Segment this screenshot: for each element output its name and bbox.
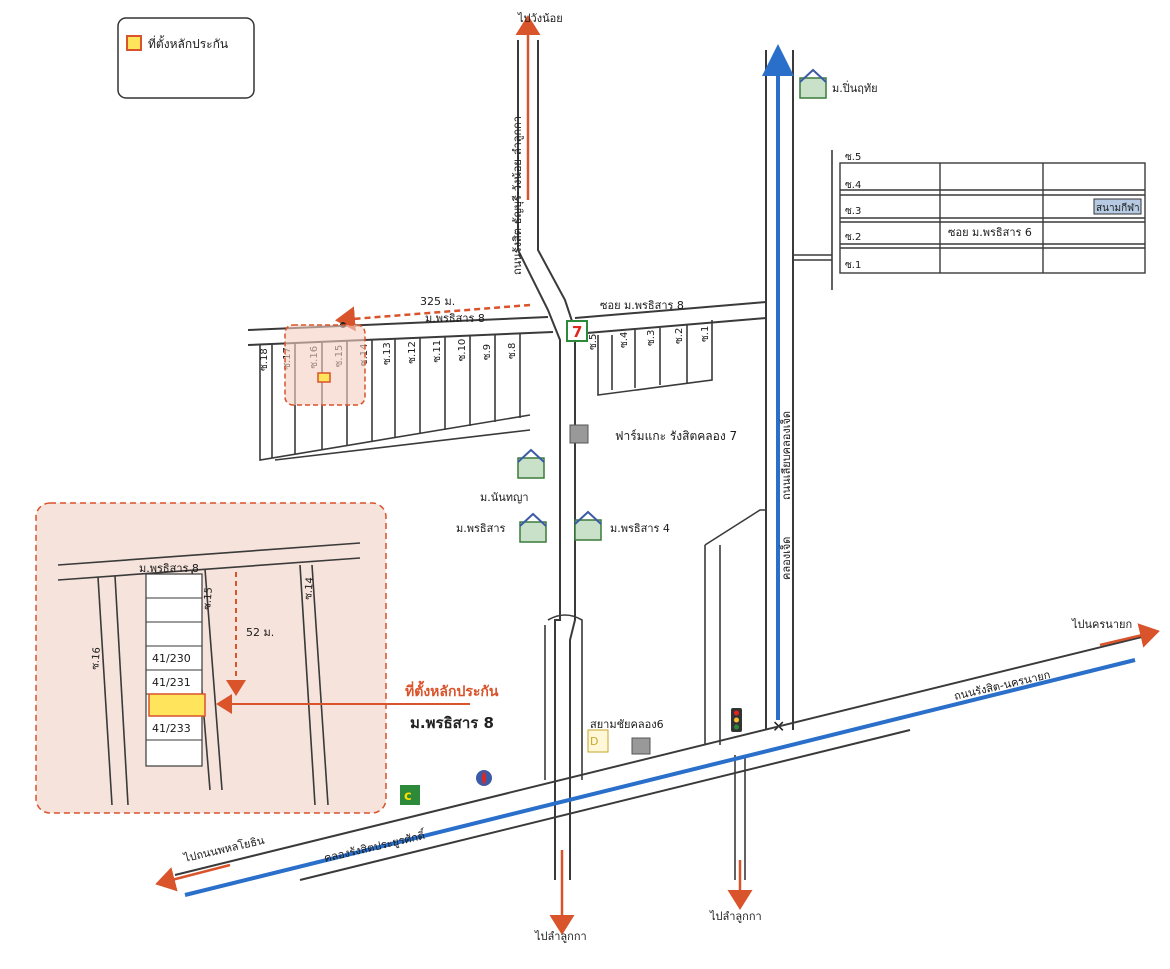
label-m-pinruethai: ม.ปิ่นฤทัย <box>832 80 878 95</box>
canal-7 <box>762 44 794 730</box>
legend-label: ที่ตั้งหลักประกัน <box>148 35 228 51</box>
east-soi-label: ซ.2 <box>674 328 685 344</box>
inset-map: ม.พรธิสาร 8 ซ.16 ซ.15 ซ.14 41/230 41/231… <box>35 502 387 814</box>
porasiri6-grid: สนามกีฬา <box>793 150 1146 290</box>
label-to-wang-noi: ไปวังน้อย <box>517 12 563 25</box>
east-sois <box>597 320 713 396</box>
west-soi-label: ซ.18 <box>259 348 270 371</box>
label-farm: ฟาร์มแกะ รังสิตคลอง 7 <box>615 429 737 443</box>
arrow-east-icon <box>1099 623 1160 648</box>
inset-soi-14: ซ.14 <box>303 577 316 601</box>
shell-station-icon: c <box>400 785 420 805</box>
legend-swatch-icon <box>126 35 142 51</box>
top-right-soi-labels: ซ.5 ซ.4 ซ.3 ซ.2 ซ.1 <box>845 152 861 271</box>
ptt-station-icon <box>476 770 492 786</box>
inset-distance: 52 ม. <box>246 626 274 639</box>
callout-title: ที่ตั้งหลักประกัน <box>405 680 499 700</box>
label-m-nanthaya: ม.นันทญา <box>480 491 529 504</box>
rangsit-nakhon-nayok-road <box>155 623 1160 897</box>
inset-soi-15: ซ.15 <box>202 587 215 611</box>
inset-soi-16: ซ.16 <box>90 647 103 671</box>
svg-text:7: 7 <box>572 323 582 341</box>
label-distance-325: 325 ม. <box>420 295 455 308</box>
label-soi-porasiri6: ซอย ม.พรธิสาร 6 <box>948 226 1032 239</box>
inset-lot1: 41/230 <box>152 652 191 665</box>
top-right-soi-label: ซ.3 <box>845 206 861 217</box>
highlight-zone <box>284 324 366 406</box>
top-right-soi-label: ซ.1 <box>845 260 861 271</box>
siam-chai-building-icon <box>631 737 651 755</box>
house-icon-nanthaya <box>517 448 545 479</box>
collateral-marker-icon <box>317 372 331 383</box>
legend: ที่ตั้งหลักประกัน <box>117 17 255 99</box>
label-stadium: สนามกีฬา <box>1096 202 1140 214</box>
callout-subtitle: ม.พรธิสาร 8 <box>410 714 494 732</box>
top-right-soi-label: ซ.4 <box>845 180 861 191</box>
svg-text:c: c <box>404 789 412 804</box>
main-road <box>515 15 583 935</box>
top-right-soi-label: ซ.2 <box>845 232 861 243</box>
east-soi-label: ซ.1 <box>700 326 711 342</box>
label-canal-7: คลองเจ็ด <box>779 537 793 580</box>
house-icon-porasiri <box>519 512 547 543</box>
seven-eleven-icon: 7 <box>566 320 588 342</box>
west-soi-label: ซ.11 <box>432 340 443 363</box>
label-soi-porasiri8: ซอย ม.พรธิสาร 8 <box>600 299 684 312</box>
farm-icon <box>569 424 589 444</box>
label-canal-rangsit: คลองรังสิตประยูรศักดิ์ <box>322 827 427 865</box>
west-soi-label: ซ.8 <box>507 343 518 359</box>
east-soi-label: ซ.5 <box>588 334 599 350</box>
svg-text:D: D <box>590 735 598 748</box>
west-soi-label: ซ.10 <box>457 339 468 362</box>
distance-arrow-icon <box>335 303 531 332</box>
label-m-porasiri4: ม.พรธิสาร 4 <box>610 522 670 535</box>
east-soi-label: ซ.3 <box>646 330 657 346</box>
stadium-box <box>1093 198 1142 215</box>
label-main-road: ถนนรังสิต-ธัญบุรี-วังน้อย-ลำลูกกา <box>511 116 524 275</box>
inset-lot2: 41/231 <box>152 676 191 689</box>
arrow-west-icon <box>155 863 231 892</box>
west-soi-label: ซ.9 <box>482 344 493 360</box>
label-to-phahon: ไปถนนพหลโยธิน <box>182 833 267 865</box>
west-soi-label: ซ.13 <box>382 342 393 365</box>
east-soi-label: ซ.4 <box>619 332 630 348</box>
inset-road-label: ม.พรธิสาร 8 <box>139 562 199 575</box>
label-to-nakhon-nayok: ไปนครนายก <box>1071 618 1132 631</box>
label-to-lam-luk-ka-2: ไปลำลูกกา <box>709 910 762 923</box>
house-icon-porasiri4 <box>574 510 602 541</box>
inset-collateral-lot <box>148 693 206 717</box>
label-canal-road: ถนนเลียบคลองเจ็ด <box>779 411 793 500</box>
label-to-lam-luk-ka-1: ไปลำลูกกา <box>534 930 587 943</box>
east-soi-labels: ซ.5 ซ.4 ซ.3 ซ.2 ซ.1 <box>588 326 711 350</box>
inset-lot3: 41/233 <box>152 722 191 735</box>
traffic-light-icon <box>731 708 742 732</box>
label-m-porasiri: ม.พรธิสาร <box>456 522 506 535</box>
label-siam-chai: สยามชัยคลอง6 <box>590 718 664 731</box>
top-right-soi-label: ซ.5 <box>845 152 861 163</box>
west-soi-label: ซ.12 <box>407 341 418 364</box>
house-icon-pinruethai <box>799 68 827 99</box>
label-porasiri8-road: ม.พรธิสาร 8 <box>425 312 485 325</box>
siam-chai-logo-icon: D <box>587 729 609 753</box>
